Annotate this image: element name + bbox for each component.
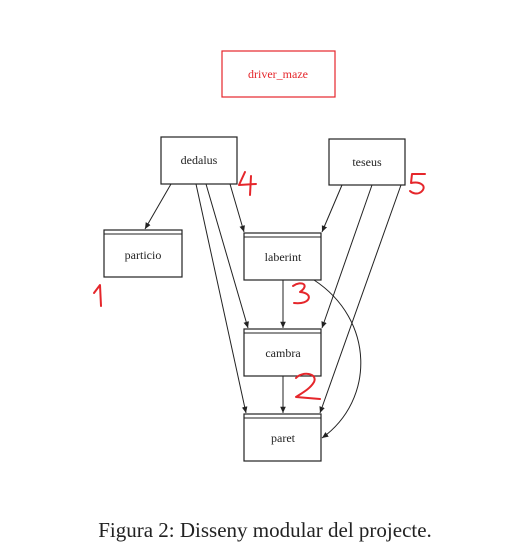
node-cambra-label: cambra: [265, 346, 301, 360]
handwritten-number-5: [409, 173, 426, 195]
node-cambra: cambra: [243, 328, 322, 377]
node-laberint: laberint: [243, 232, 322, 281]
handwritten-number-2: [295, 372, 321, 400]
node-laberint-label: laberint: [265, 250, 302, 264]
edge-dedalus-paret: [195, 183, 248, 414]
module-diagram: driver_maze dedalus teseus particio labe…: [93, 50, 426, 462]
edge-dedalus-cambra: [205, 183, 249, 329]
edge-dedalus-particio: [144, 183, 172, 230]
node-paret: paret: [243, 413, 322, 462]
edge-teseus-paret: [319, 184, 402, 414]
node-dedalus-label: dedalus: [181, 153, 218, 167]
handwritten-number-3: [292, 282, 310, 305]
edge-teseus-cambra: [321, 184, 373, 329]
handwritten-number-4: [238, 171, 257, 196]
handwritten-annotations: [93, 171, 426, 400]
node-paret-label: paret: [271, 431, 296, 445]
node-particio: particio: [103, 229, 183, 278]
edge-dedalus-laberint: [229, 183, 245, 233]
edge-teseus-laberint: [321, 184, 343, 233]
node-driver-maze: driver_maze: [221, 50, 336, 98]
node-driver-maze-label: driver_maze: [248, 67, 308, 81]
node-teseus-label: teseus: [352, 155, 382, 169]
node-dedalus: dedalus: [160, 136, 238, 185]
edge-laberint-paret: [313, 279, 362, 439]
handwritten-number-1: [93, 284, 102, 307]
figure-caption: Figura 2: Disseny modular del projecte.: [98, 518, 432, 542]
node-particio-label: particio: [125, 248, 162, 262]
node-teseus: teseus: [328, 138, 406, 186]
